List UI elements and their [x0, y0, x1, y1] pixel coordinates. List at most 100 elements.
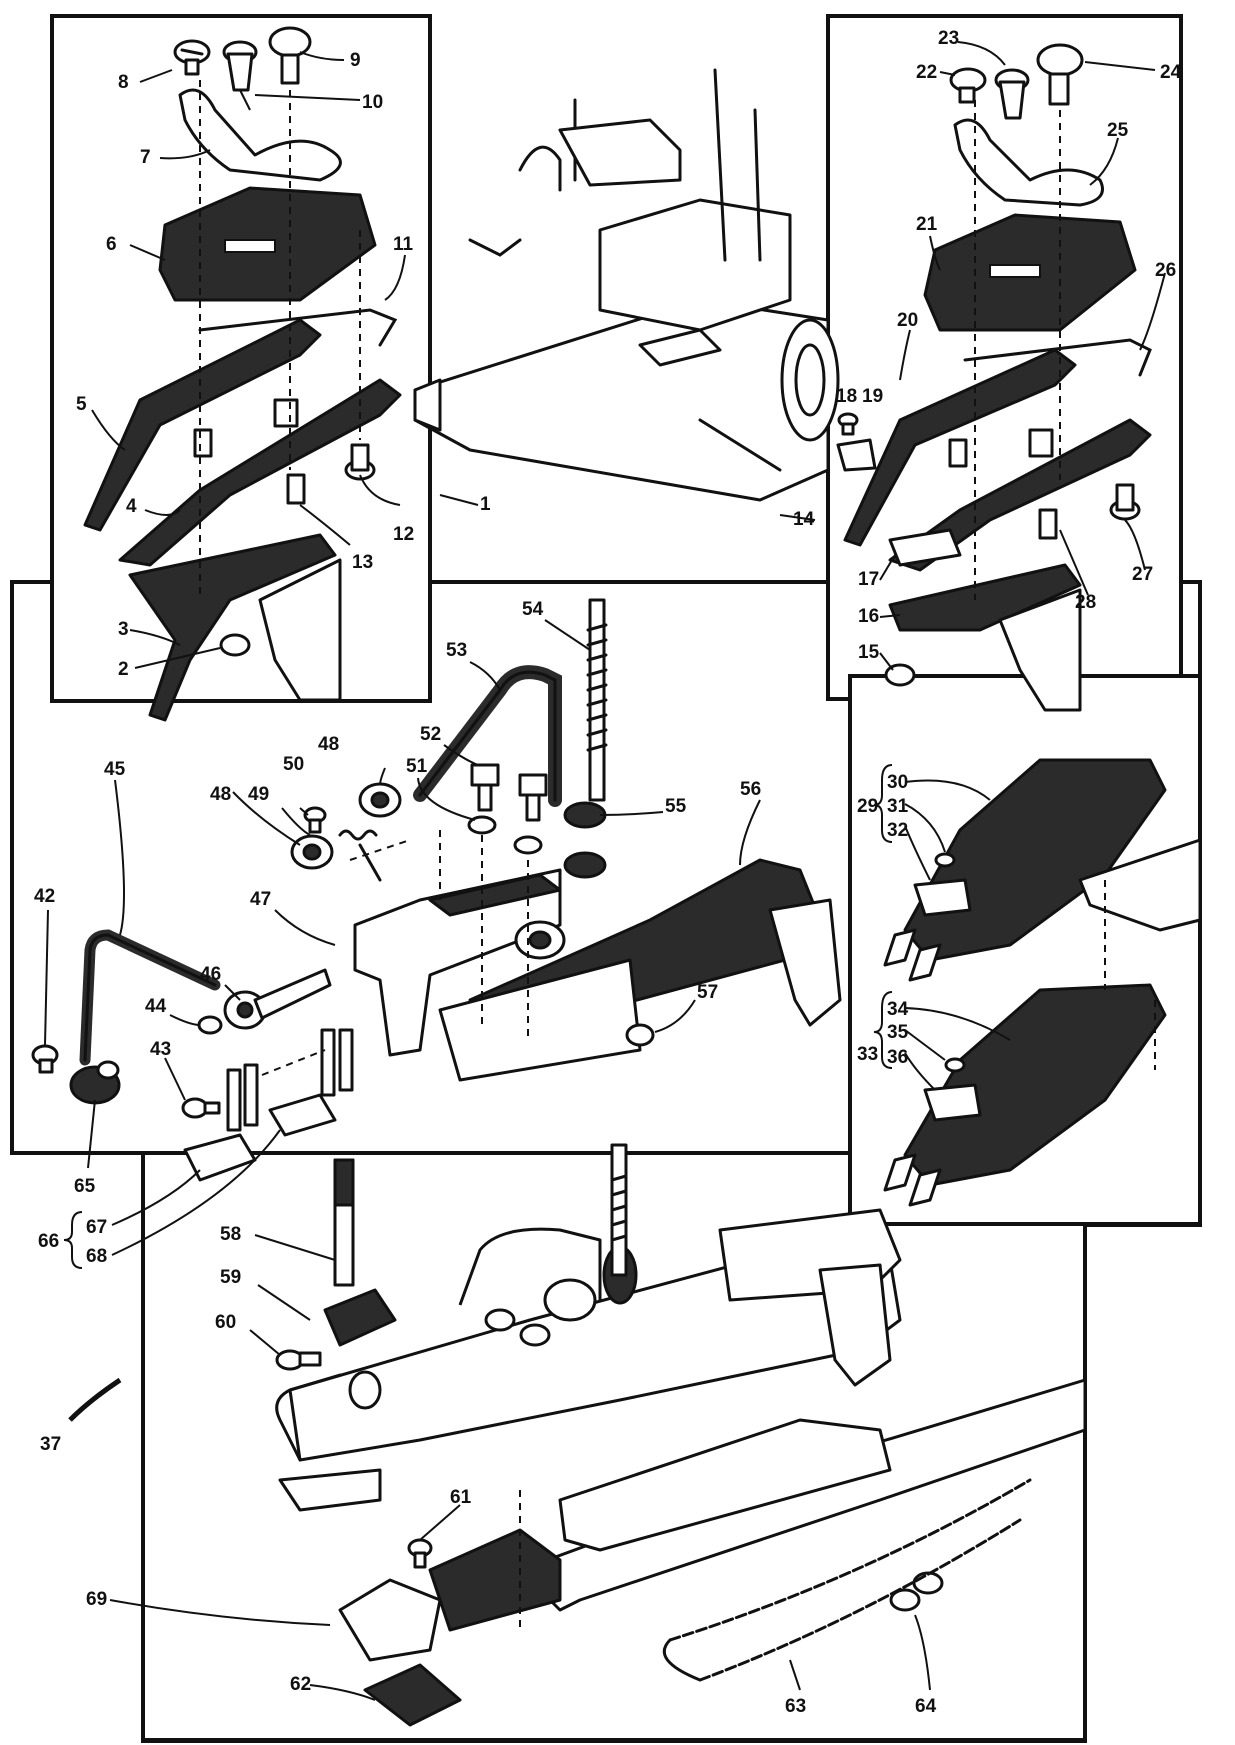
label-46: 46: [200, 964, 221, 985]
label-16: 16: [858, 606, 879, 627]
top-left-inset-parts: [83, 26, 402, 722]
label-68: 68: [86, 1246, 107, 1267]
label-57: 57: [697, 982, 718, 1003]
shaft-part-46: [223, 968, 332, 1030]
label-45: 45: [104, 759, 126, 780]
foot-part-62: [363, 1663, 462, 1727]
pin-part-28: [1038, 508, 1058, 540]
lever-part-20: [843, 348, 1077, 547]
label-9: 9: [350, 50, 361, 71]
latch-part-25: [953, 118, 1104, 207]
spring-part-50: [338, 829, 382, 882]
nut-part-2: [219, 633, 251, 657]
screw-part-42: [31, 1044, 59, 1074]
machine-overview-drawing: [413, 68, 840, 502]
screw-part-60: [275, 1349, 322, 1371]
lever-part-4: [118, 378, 402, 567]
label-67: 67: [86, 1217, 107, 1238]
guard-part-17: [888, 528, 962, 567]
label-13: 13: [352, 552, 373, 573]
screw-part-10: [222, 40, 258, 92]
brace-29: [873, 764, 893, 843]
label-62: 62: [290, 1674, 311, 1695]
brace-66: [63, 1211, 83, 1269]
label-35: 35: [887, 1022, 909, 1043]
pin-part-13: [286, 473, 306, 505]
clip-part-19: [836, 438, 877, 472]
setscrew-part-57: [625, 1023, 655, 1047]
main-exploded-parts: [31, 598, 842, 1182]
nut-part-55: [563, 801, 607, 879]
clip-part-32: [913, 878, 972, 917]
foot-part-34: [903, 983, 1167, 1187]
label-24: 24: [1160, 62, 1182, 83]
label-69: 69: [86, 1589, 107, 1610]
label-20: 20: [897, 310, 918, 331]
screw-part-18: [837, 412, 859, 436]
clip-part-36: [923, 1083, 982, 1122]
label-29: 29: [857, 796, 878, 817]
label-34: 34: [887, 999, 909, 1020]
callout-labels: 1 2 3 4 5 6 7 8 9 10 11 12 13 14 15 16 1…: [34, 28, 1182, 1717]
label-43: 43: [150, 1039, 171, 1060]
label-48: 48: [210, 784, 231, 805]
label-63: 63: [785, 1696, 806, 1717]
label-18: 18: [836, 386, 857, 407]
label-61: 61: [450, 1487, 472, 1508]
label-59: 59: [220, 1267, 241, 1288]
label-19: 19: [862, 386, 883, 407]
screw-part-43: [181, 1097, 221, 1119]
screw-part-8: [173, 39, 211, 76]
label-58: 58: [220, 1224, 241, 1245]
screw-part-24: [1036, 43, 1084, 106]
label-49: 49: [248, 784, 269, 805]
label-5: 5: [76, 394, 87, 415]
label-51: 51: [406, 756, 428, 777]
label-53: 53: [446, 640, 467, 661]
chain-part-63: [668, 1478, 1032, 1642]
label-26: 26: [1155, 260, 1176, 281]
wire-part-11: [198, 308, 398, 347]
label-54: 54: [522, 599, 544, 620]
label-44: 44: [145, 996, 167, 1017]
label-50: 50: [283, 754, 304, 775]
screw-part-23: [994, 68, 1030, 120]
washer-part-51: [467, 815, 497, 835]
label-37: 37: [40, 1434, 61, 1455]
screw-part-52: [470, 763, 500, 812]
top-right-inset-parts: [836, 43, 1152, 712]
presser-feet-inset: [883, 758, 1202, 1207]
leader-lines: [44, 41, 1166, 1701]
label-42: 42: [34, 886, 55, 907]
label-60: 60: [215, 1312, 236, 1333]
label-25: 25: [1107, 120, 1129, 141]
label-31: 31: [887, 796, 909, 817]
label-28: 28: [1075, 592, 1096, 613]
lever-part-28-arm: [888, 418, 1152, 572]
label-15: 15: [858, 642, 880, 663]
label-47: 47: [250, 889, 271, 910]
label-12: 12: [393, 524, 414, 545]
screw-part-22: [949, 67, 987, 104]
lever-part-5: [83, 318, 322, 532]
label-1: 1: [480, 494, 491, 515]
label-55: 55: [665, 796, 687, 817]
screw-part-49: [303, 806, 327, 834]
wire-part-26: [963, 338, 1152, 377]
bottom-assembly-parts: [275, 1143, 1087, 1727]
label-33: 33: [857, 1044, 878, 1065]
label-30: 30: [887, 772, 908, 793]
label-21: 21: [916, 214, 938, 235]
latch-part-7: [178, 88, 342, 182]
screw-part-12: [344, 443, 376, 481]
setscrew-part-44: [197, 1015, 223, 1035]
label-17: 17: [858, 569, 879, 590]
label-22: 22: [916, 62, 937, 83]
collar-part-48: [358, 782, 402, 818]
label-14: 14: [793, 509, 815, 530]
screw-part-27: [1109, 483, 1141, 521]
nut-part-15: [884, 663, 916, 687]
screw-part-35: [944, 1057, 966, 1073]
foot-part-69: [338, 1578, 442, 1662]
